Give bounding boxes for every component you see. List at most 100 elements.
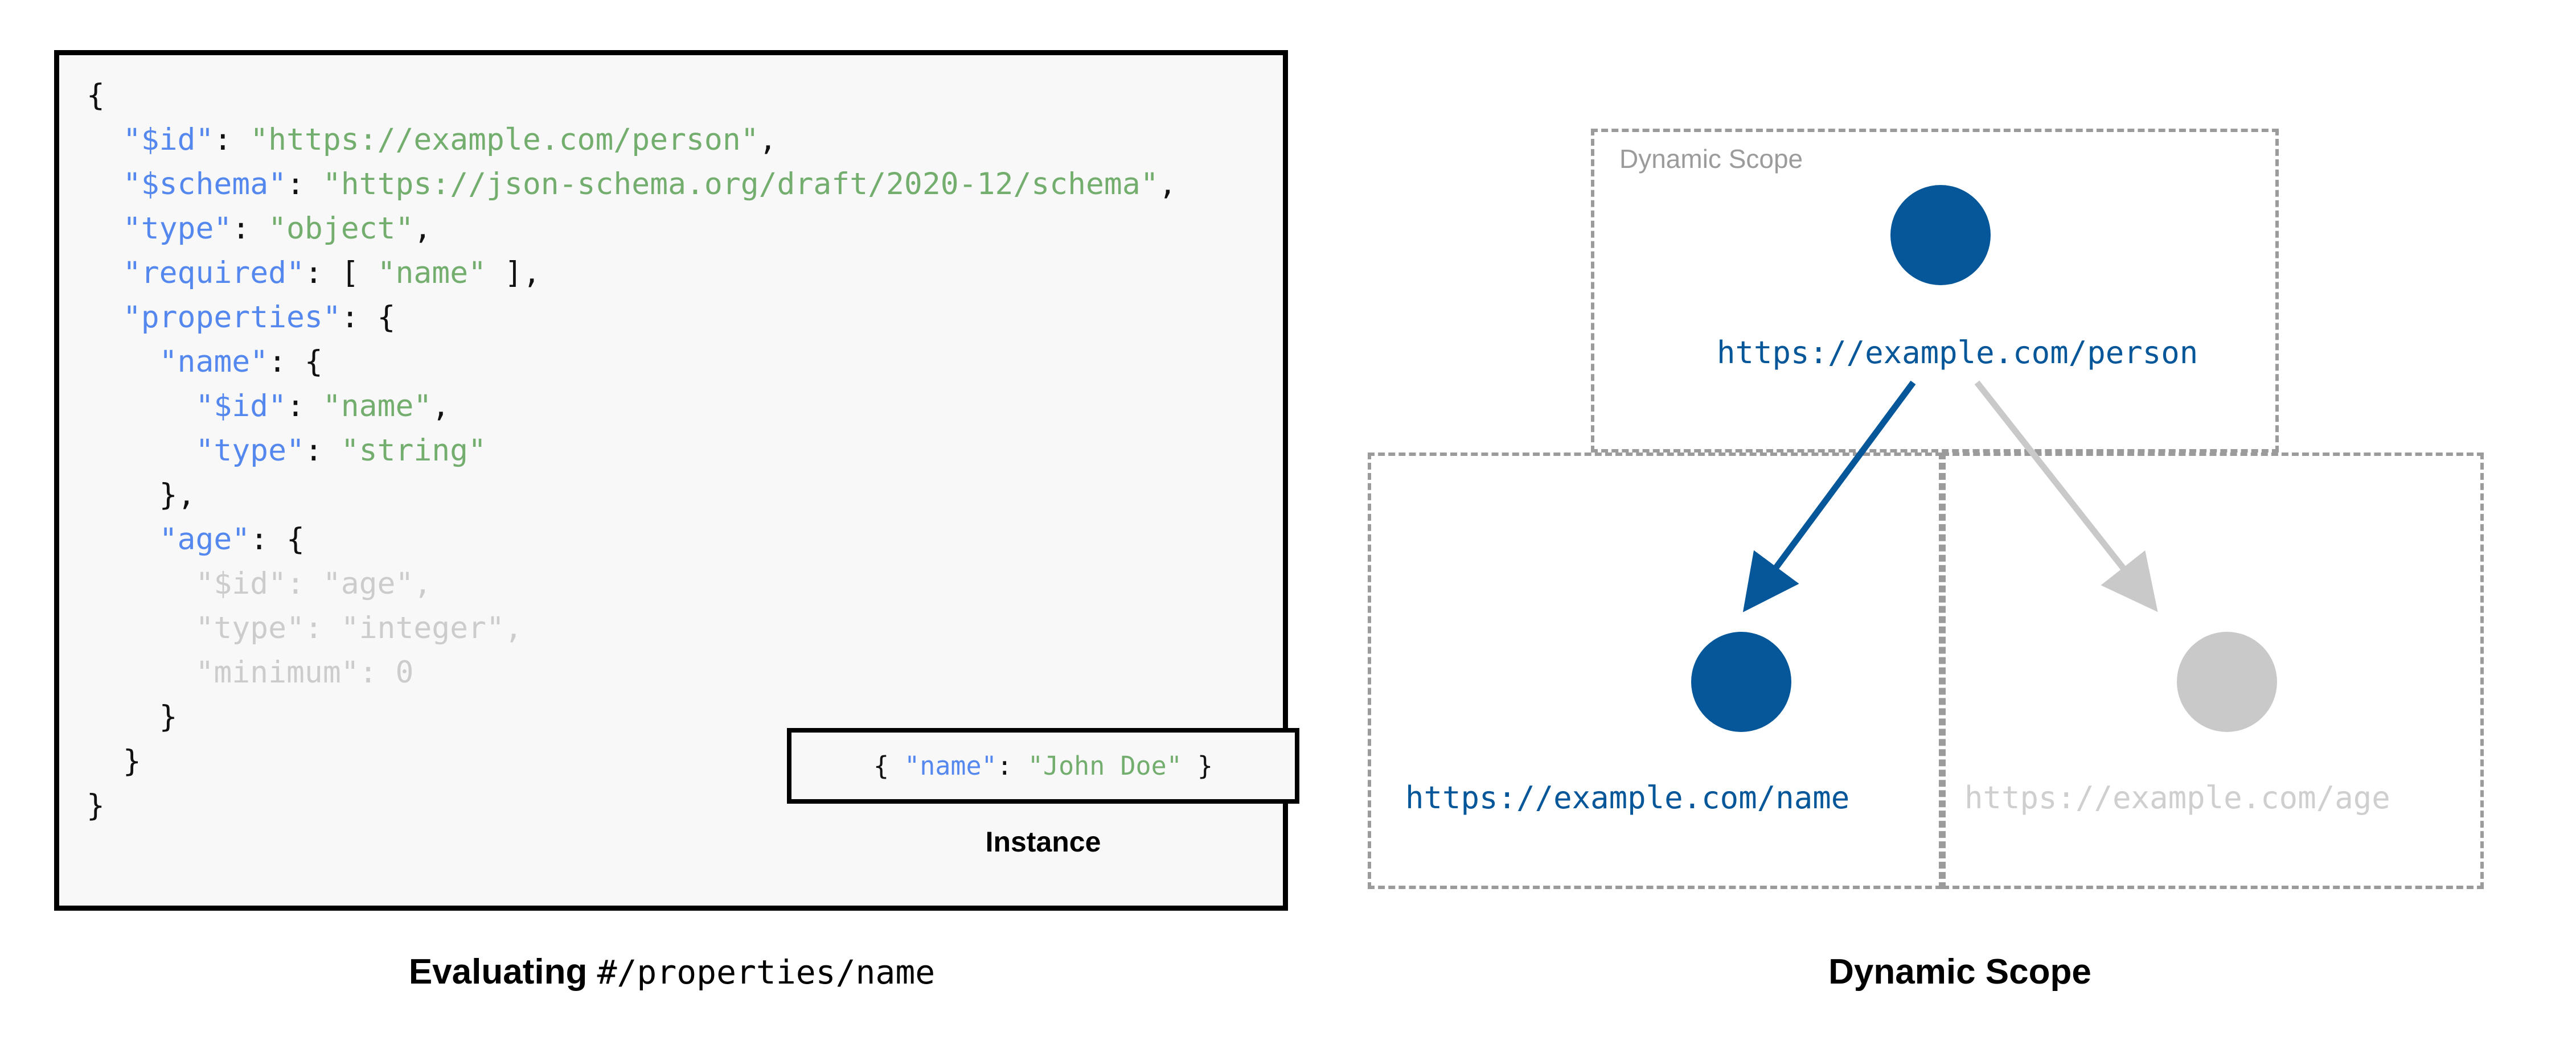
code-token: { (87, 78, 105, 113)
code-token: "$id" (195, 566, 286, 601)
code-token (87, 211, 123, 246)
code-line: } (87, 695, 1177, 739)
right-panel-caption: Dynamic Scope (1828, 952, 2091, 992)
code-line: "type": "integer", (87, 606, 1177, 651)
code-token: , (432, 389, 450, 423)
code-token: "properties" (122, 300, 341, 335)
code-line: } (87, 784, 1177, 828)
code-token: "type" (195, 433, 305, 468)
code-token (87, 344, 159, 379)
instance-group: { "name": "John Doe" } Instance (787, 728, 1299, 858)
code-line: "age": { (87, 517, 1177, 562)
code-token: "minimum" (195, 655, 359, 690)
node-age[interactable] (2177, 632, 2277, 732)
code-line: } (87, 739, 1177, 784)
code-line: "type": "string" (87, 429, 1177, 473)
left-panel-caption: Evaluating #/properties/name (0, 952, 1344, 992)
code-token: "object" (268, 211, 414, 246)
code-token: "https://example.com/person" (250, 122, 759, 157)
code-line: "name": { (87, 340, 1177, 384)
code-token: : [ (304, 256, 378, 290)
code-token: : { (250, 522, 305, 557)
edge-person-to-age (1974, 380, 2158, 612)
code-token (87, 611, 195, 645)
left-caption-pointer: #/properties/name (597, 953, 936, 992)
code-token (87, 522, 159, 557)
code-token: "type" (195, 611, 305, 645)
code-token: , (504, 611, 523, 645)
code-token: "type" (122, 211, 232, 246)
node-label-age: https://example.com/age (1964, 780, 2390, 816)
code-token: "age" (322, 566, 414, 601)
code-token: "name" (322, 389, 432, 423)
node-name[interactable] (1691, 632, 1791, 732)
schema-code-block: { "$id": "https://example.com/person", "… (87, 73, 1177, 828)
dynamic-scope-diagram: Dynamic Scope https://example.com/person… (1344, 0, 2576, 1053)
code-token: } (87, 700, 178, 734)
node-label-name: https://example.com/name (1405, 780, 1850, 816)
code-token: } (87, 744, 141, 779)
node-label-person: https://example.com/person (1717, 335, 2198, 371)
code-token: : (286, 389, 323, 423)
code-token (87, 655, 195, 690)
code-token: : (232, 211, 269, 246)
code-token (87, 566, 195, 601)
code-line: "minimum": 0 (87, 651, 1177, 695)
code-token (87, 122, 123, 157)
code-token: : (286, 167, 323, 201)
code-token: "John Doe" (1027, 751, 1182, 781)
code-token: : (304, 611, 341, 645)
code-line: { (87, 73, 1177, 118)
scope-box-person (1591, 129, 2279, 453)
code-token: , (1158, 167, 1177, 201)
code-line: "required": [ "name" ], (87, 251, 1177, 295)
instance-caption: Instance (985, 826, 1101, 858)
code-token (87, 389, 195, 423)
schema-code-panel: { "$id": "https://example.com/person", "… (54, 50, 1299, 911)
code-token: , (413, 566, 432, 601)
code-token: "integer" (341, 611, 504, 645)
edge-person-to-name (1742, 380, 1916, 612)
code-line: "$id": "age", (87, 562, 1177, 606)
code-line: "properties": { (87, 295, 1177, 340)
code-token: "$id" (195, 389, 286, 423)
instance-code-box: { "name": "John Doe" } (787, 728, 1299, 804)
code-token: "name" (377, 256, 487, 290)
code-token: : (214, 122, 251, 157)
code-token: : (304, 433, 341, 468)
code-token (87, 433, 195, 468)
code-token: "https://json-schema.org/draft/2020-12/s… (322, 167, 1159, 201)
scope-box-label: Dynamic Scope (1619, 144, 1803, 174)
code-token: }, (87, 478, 196, 512)
code-line: "type": "object", (87, 207, 1177, 251)
code-token: : 0 (359, 655, 414, 690)
code-token: , (758, 122, 777, 157)
code-token (87, 167, 123, 201)
code-token: : { (341, 300, 396, 335)
code-token: "$id" (122, 122, 214, 157)
left-caption-bold: Evaluating (408, 952, 597, 992)
code-token: } (1182, 751, 1213, 781)
code-token: , (413, 211, 432, 246)
code-token: "required" (122, 256, 305, 290)
scope-box-name (1368, 453, 1942, 889)
scope-box-age (1942, 453, 2484, 889)
code-line: "$id": "name", (87, 384, 1177, 429)
code-token: ], (486, 256, 541, 290)
code-token: "name" (159, 344, 269, 379)
node-person[interactable] (1890, 185, 1991, 285)
code-line: "$schema": "https://json-schema.org/draf… (87, 162, 1177, 207)
code-token: "string" (341, 433, 487, 468)
code-token: : { (268, 344, 323, 379)
code-line: "$id": "https://example.com/person", (87, 118, 1177, 162)
code-token: : (286, 566, 323, 601)
code-token: { (873, 751, 905, 781)
code-line: }, (87, 473, 1177, 517)
code-token: "age" (159, 522, 251, 557)
code-token (87, 256, 123, 290)
code-token (87, 300, 123, 335)
code-token: } (87, 788, 105, 823)
code-token: "$schema" (122, 167, 287, 201)
code-token: : (996, 751, 1028, 781)
edge-arrow-layer (1742, 380, 2158, 612)
